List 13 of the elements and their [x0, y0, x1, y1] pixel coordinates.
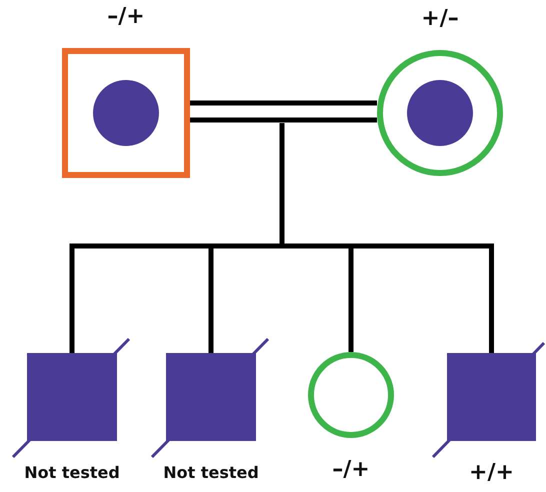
test-status-label: Not tested	[163, 463, 259, 482]
genotype-label: –/+	[332, 457, 370, 482]
genotype-label: +/–	[421, 6, 459, 31]
test-status-label: Not tested	[24, 463, 120, 482]
deceased-male-square	[27, 353, 117, 441]
male-square	[62, 48, 190, 178]
deceased-male-square	[447, 353, 536, 441]
pedigree-line	[70, 244, 74, 353]
genotype-label: +/+	[469, 460, 514, 485]
genotype-label: –/+	[107, 4, 145, 29]
pedigree-line	[489, 244, 494, 353]
double-marriage-line	[190, 100, 378, 122]
deceased-male-square	[166, 353, 256, 441]
